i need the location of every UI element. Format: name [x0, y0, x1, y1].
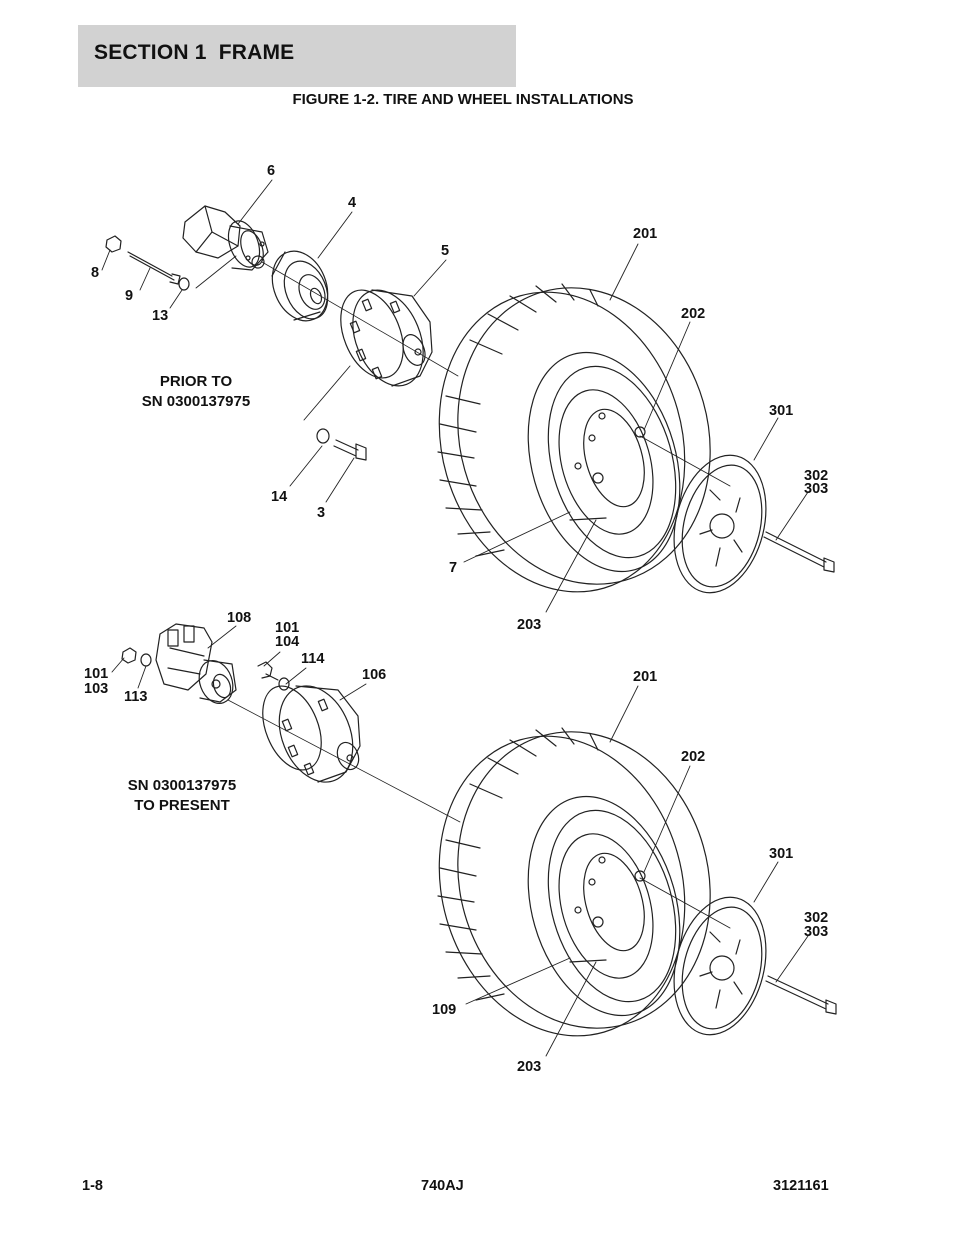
callout-4: 4 — [348, 195, 357, 211]
lower-hub — [262, 685, 361, 783]
callout-101-lower-a: 101 — [275, 620, 300, 636]
lower-assembly — [111, 623, 837, 1057]
callout-203-upper: 203 — [517, 617, 542, 633]
callout-302-upper: 302 — [804, 468, 829, 484]
callout-114: 114 — [301, 651, 325, 667]
note-prior-to-line1: PRIOR TO — [159, 373, 233, 390]
callout-202-upper: 202 — [681, 306, 706, 322]
callout-301-upper: 301 — [769, 403, 794, 419]
lower-cover-bolt — [765, 975, 837, 1015]
upper-drive-motor — [182, 205, 269, 271]
callout-302-lower: 302 — [804, 910, 829, 926]
note-serial-to-present: SN 0300137975 TO PRESENT — [121, 776, 243, 816]
upper-hub — [340, 289, 433, 387]
callout-101-lower-b: 101 — [84, 666, 109, 682]
lower-wheel-rim — [558, 833, 654, 979]
lower-tire — [437, 727, 711, 1037]
section-title: SECTION 1 FRAME — [94, 41, 295, 64]
upper-assembly — [101, 179, 835, 613]
callout-303-lower: 303 — [804, 924, 829, 940]
footer-doc-number: 3121161 — [773, 1178, 829, 1194]
upper-hub-bolt — [316, 428, 367, 461]
lower-leader-lines — [111, 625, 809, 1057]
callout-201-lower: 201 — [633, 669, 658, 685]
callout-108: 108 — [227, 610, 252, 626]
upper-hub-adapter — [271, 250, 329, 322]
footer-model: 740AJ — [421, 1178, 464, 1194]
callout-203-lower: 203 — [517, 1059, 542, 1075]
upper-wheel-cover — [673, 454, 767, 594]
callout-301-lower: 301 — [769, 846, 794, 862]
note-prior-to-line2: SN 0300137975 — [141, 393, 251, 410]
callout-5: 5 — [441, 243, 450, 259]
lower-motor-hardware — [121, 647, 290, 691]
figure-title: FIGURE 1-2. TIRE AND WHEEL INSTALLATIONS — [0, 91, 954, 108]
callout-201-upper: 201 — [633, 226, 658, 242]
callout-13: 13 — [152, 308, 169, 324]
section-header: SECTION 1 FRAME — [78, 25, 516, 87]
callout-14: 14 — [271, 489, 288, 505]
callout-109: 109 — [432, 1002, 457, 1018]
callout-113: 113 — [124, 689, 148, 705]
callout-6: 6 — [267, 163, 276, 179]
lower-centerline — [227, 699, 461, 823]
callout-9: 9 — [125, 288, 134, 304]
callout-104: 104 — [275, 634, 300, 650]
note-prior-to-serial: PRIOR TO SN 0300137975 — [136, 372, 256, 412]
figure-title-text: FIGURE 1-2. TIRE AND WHEEL INSTALLATIONS — [292, 91, 634, 108]
footer-page-number: 1-8 — [82, 1178, 103, 1194]
callout-7: 7 — [449, 560, 458, 576]
callout-103: 103 — [84, 681, 109, 697]
callout-202-lower: 202 — [681, 749, 706, 765]
callout-8: 8 — [91, 265, 100, 281]
note-to-present-line1: SN 0300137975 — [127, 777, 237, 794]
upper-leader-lines — [101, 179, 809, 613]
upper-motor-bolt — [105, 235, 190, 291]
upper-cover-bolt — [763, 531, 835, 573]
note-to-present-line2: TO PRESENT — [134, 797, 230, 814]
callout-303-upper: 303 — [804, 481, 829, 497]
callout-3: 3 — [317, 505, 326, 521]
lower-wheel-cover — [673, 896, 767, 1036]
upper-wheel-rim — [558, 389, 654, 535]
upper-tire — [437, 283, 711, 593]
callout-106: 106 — [362, 667, 387, 683]
lower-drive-motor — [155, 623, 237, 704]
